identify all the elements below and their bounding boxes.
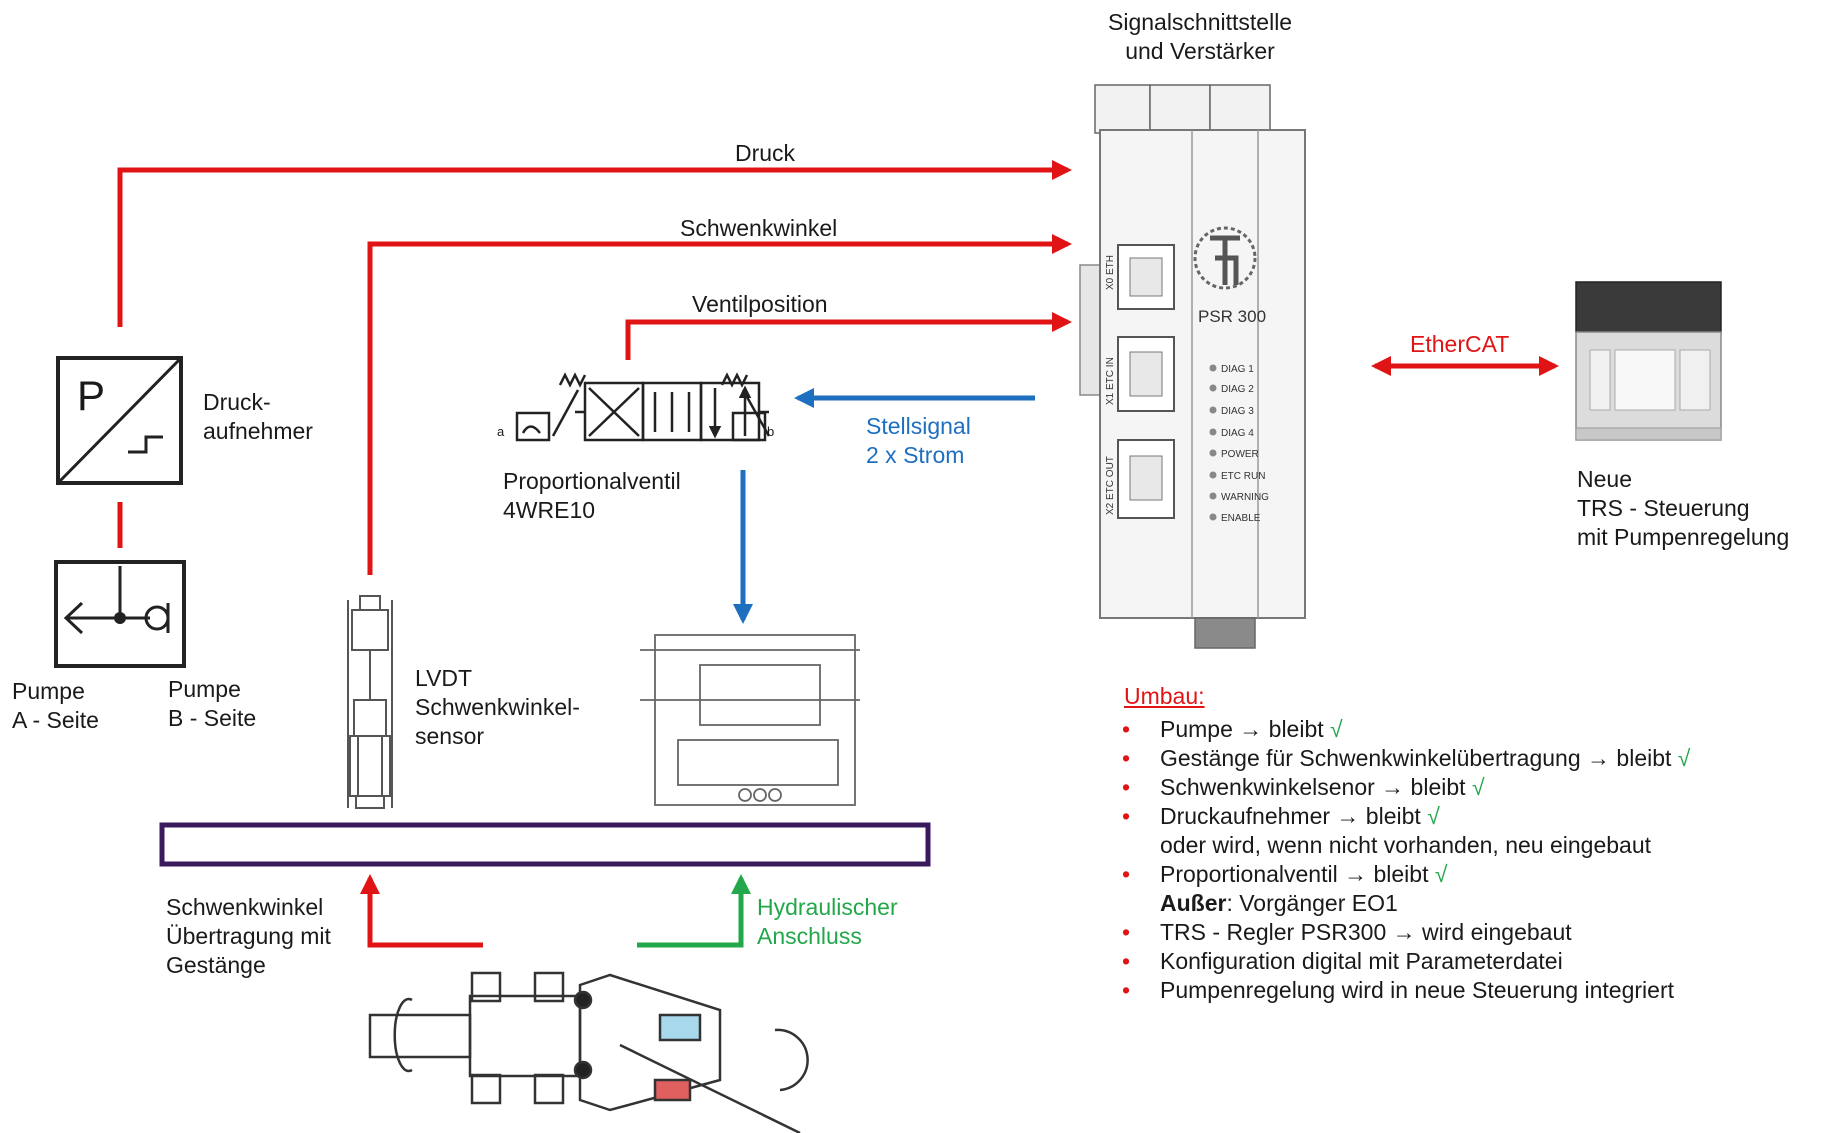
arrow-hydraulic-connection [637,874,751,948]
label-pumpe-b-1: Pumpe [168,676,241,702]
umbau-title: Umbau: [1124,683,1205,709]
label-ventilposition: Ventilposition [692,291,828,317]
led-diag2: DIAG 2 [1221,384,1254,395]
label-uebertragung-1: Schwenkwinkel [166,894,324,920]
label-druck: Druck [735,140,796,166]
bottom-connectors [1194,617,1256,649]
label-uebertragung-2: Übertragung mit [166,923,331,949]
hydraulic-block-drawing [640,634,860,806]
label-druckaufnehmer-1: Druck- [203,389,271,415]
header-line-2: und Verstärker [1125,38,1275,64]
label-steuerung-3: mit Pumpenregelung [1577,524,1790,550]
label-lvdt-1: LVDT [415,665,473,691]
psr300-module: X0 ETH X1 ETC IN X2 ETC OUT PSR 300 DIAG… [1079,84,1306,649]
check-mark: √ [1427,803,1440,829]
label-pumpe-a-1: Pumpe [12,678,85,704]
label-lvdt-2: Schwenkwinkel- [415,694,580,720]
umbau-item-druckaufnehmer-note: oder wird, wenn nicht vorhanden, neu ein… [1160,832,1652,858]
label-anschluss-2: Anschluss [757,923,862,949]
umbau-item-proportionalventil: Proportionalventil → bleibt √ [1118,860,1690,889]
check-mark: √ [1434,861,1448,887]
check-mark: √ [1330,716,1343,742]
label-valve-2: 4WRE10 [503,497,596,523]
pressure-transducer-symbol [56,356,183,485]
label-lvdt-3: sensor [415,723,485,749]
label-valve-1: Proportionalventil [503,468,681,494]
umbau-item-schwenkwinkelsensor: Schwenkwinkelsenor → bleibt √ [1118,773,1690,802]
label-ethercat: EtherCAT [1410,331,1510,357]
led-dots [1209,364,1217,521]
label-anschluss-1: Hydraulischer [757,894,898,920]
umbau-item-druckaufnehmer: Druckaufnehmer → bleibt √ [1118,802,1690,831]
umbau-item-pumpenregelung: Pumpenregelung wird in neue Steuerung in… [1118,976,1690,1005]
led-diag4: DIAG 4 [1221,428,1254,439]
label-stellsignal-2: 2 x Strom [866,442,965,468]
check-mark: √ [1471,774,1485,800]
pressure-symbol-letter: P [77,372,105,419]
umbau-item-pumpe: Pumpe → bleibt √ [1118,715,1690,744]
signal-line-schwenkwinkel [367,234,1072,575]
umbau-item-konfiguration: Konfiguration digital mit Parameterdatei [1118,947,1690,976]
swash-pump-drawing [368,971,809,1133]
led-diag3: DIAG 3 [1221,406,1254,417]
hydraulic-frame [159,822,931,867]
umbau-item-gestaenge: Gestänge für Schwenkwinkelübertragung → … [1118,744,1690,773]
umbau-item-ausser: Außer: Vorgänger EO1 [1160,890,1398,916]
pump-symbol [54,560,186,668]
label-schwenkwinkel: Schwenkwinkel [680,215,838,241]
umbau-item-trs-regler: TRS - Regler PSR300 → wird eingebaut [1118,918,1690,947]
valve-port-b: b [767,424,774,439]
label-druckaufnehmer-2: aufnehmer [203,418,313,444]
port-x1-label: X1 ETC IN [1105,357,1116,405]
signal-line-ventilposition [625,312,1072,360]
trs-controller-device [1575,281,1722,441]
led-warning: WARNING [1221,492,1269,503]
top-connectors [1094,84,1271,134]
label-uebertragung-3: Gestänge [166,952,266,978]
valve-port-a: a [497,424,505,439]
umbau-list: Pumpe → bleibt √ Gestänge für Schwenkwin… [1118,715,1690,1005]
label-stellsignal-1: Stellsignal [866,413,971,439]
header-line-1: Signalschnittstelle [1108,9,1293,35]
label-steuerung-2: TRS - Steuerung [1577,495,1750,521]
proportional-valve-symbol [515,372,771,442]
led-power: POWER [1221,449,1259,460]
led-diag1: DIAG 1 [1221,364,1254,375]
module-name: PSR 300 [1198,307,1266,326]
signal-line-druck [117,160,1072,327]
label-pumpe-b-2: B - Seite [168,705,257,731]
arrow-gestaenge [360,874,483,948]
label-steuerung-1: Neue [1577,466,1632,492]
label-pumpe-a-2: A - Seite [12,707,99,733]
port-x2-label: X2 ETC OUT [1105,456,1116,515]
port-x0-label: X0 ETH [1105,255,1116,290]
led-etc-run: ETC RUN [1221,471,1265,482]
check-mark: √ [1677,745,1691,771]
lvdt-sensor-drawing [347,595,393,809]
trs-logo-icon [1193,226,1257,290]
led-enable: ENABLE [1221,513,1261,524]
